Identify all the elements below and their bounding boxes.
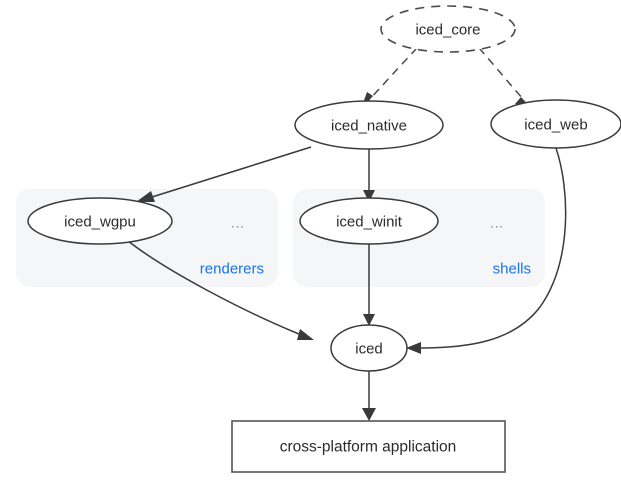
iced-native-shape[interactable] bbox=[294, 100, 444, 150]
iced-native-label: iced_native bbox=[331, 118, 407, 135]
application-label: cross-platform application bbox=[280, 439, 457, 456]
iced-web-label: iced_web bbox=[524, 117, 587, 134]
node-iced[interactable]: iced bbox=[330, 324, 408, 372]
iced-winit-label: iced_winit bbox=[336, 214, 403, 231]
node-iced-wgpu[interactable]: iced_wgpu bbox=[27, 197, 173, 245]
edge-iced-web-to-iced bbox=[406, 147, 567, 354]
shells-more-label: ... bbox=[490, 216, 504, 231]
node-application[interactable]: cross-platform application bbox=[231, 420, 506, 473]
iced-winit-shape[interactable] bbox=[299, 197, 439, 245]
iced-shape[interactable] bbox=[330, 324, 408, 372]
iced-core-shape[interactable] bbox=[380, 5, 516, 53]
edge-iced-native-to-iced-wgpu bbox=[136, 146, 312, 202]
node-iced-core[interactable]: iced_core bbox=[380, 5, 516, 53]
iced-web-shape[interactable] bbox=[490, 99, 621, 149]
node-iced-web[interactable]: iced_web bbox=[490, 99, 621, 149]
edge-iced-native-to-iced-winit bbox=[363, 149, 375, 202]
edge-iced-winit-to-iced bbox=[363, 244, 375, 326]
application-shape[interactable] bbox=[231, 420, 506, 473]
edge-iced-wgpu-to-iced bbox=[127, 240, 314, 340]
edge-iced-core-to-iced-native bbox=[361, 47, 418, 109]
cluster-shells-label: shells bbox=[493, 261, 531, 278]
renderers-more-label: ... bbox=[231, 216, 245, 231]
iced-label: iced bbox=[355, 341, 383, 358]
edge-iced-to-application bbox=[362, 371, 376, 421]
edge-iced-core-to-iced-web bbox=[478, 47, 533, 110]
node-iced-native[interactable]: iced_native bbox=[294, 100, 444, 150]
iced-core-label: iced_core bbox=[415, 22, 480, 39]
iced-wgpu-shape[interactable] bbox=[27, 197, 173, 245]
iced-wgpu-label: iced_wgpu bbox=[64, 214, 136, 231]
node-iced-winit[interactable]: iced_winit bbox=[299, 197, 439, 245]
cluster-renderers-label: renderers bbox=[200, 261, 264, 278]
